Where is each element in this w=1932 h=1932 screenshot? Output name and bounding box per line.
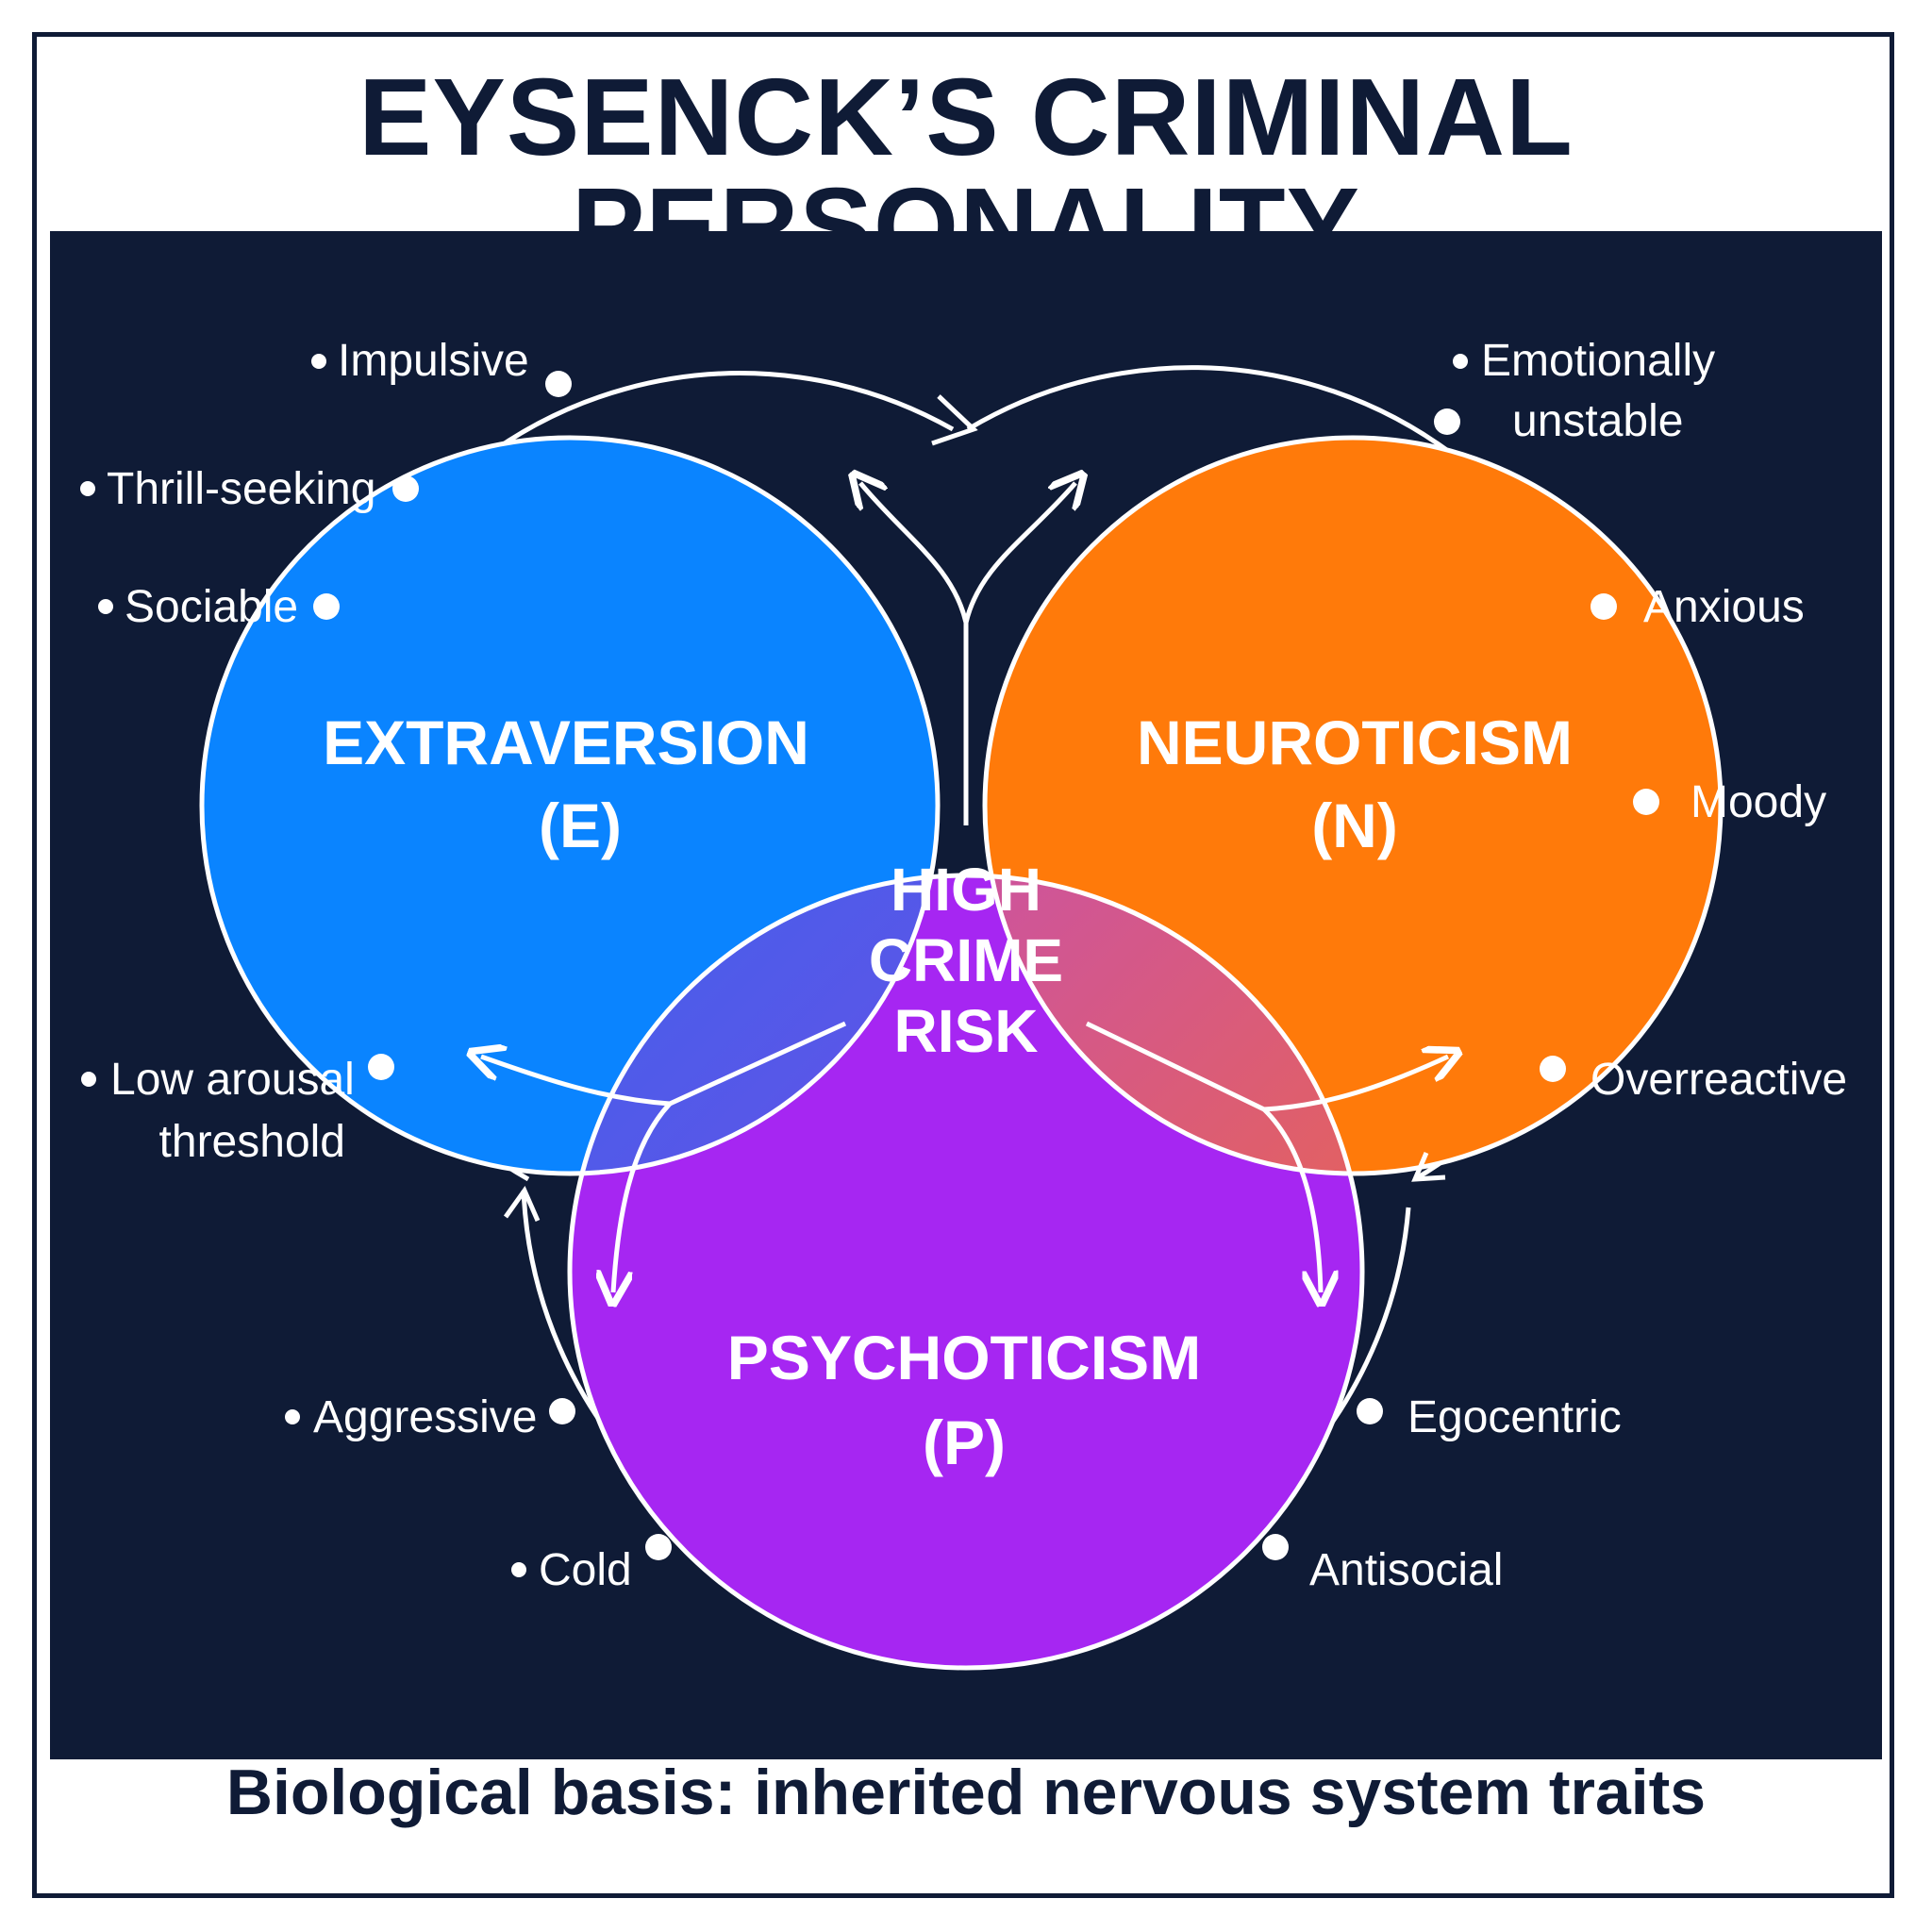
center-line-3: RISK [894, 997, 1039, 1065]
bullet-low-arousal [81, 1072, 96, 1087]
bullet-aggressive [285, 1409, 300, 1424]
connector-right [1085, 1021, 1266, 1112]
bullet-sociable [98, 599, 113, 614]
connector-right-to-p [1262, 1108, 1321, 1292]
trait-thrill-seeking: Thrill-seeking [107, 464, 375, 514]
trait-impulsive: Impulsive [338, 336, 529, 386]
label-neuroticism-abbr: (N) [1311, 791, 1398, 860]
trait-moody: Moody [1690, 777, 1826, 827]
dot-thrill-seeking [392, 475, 419, 502]
orbit-arrowhead-top [931, 394, 978, 446]
orbit-arrowhead-left [503, 1185, 541, 1223]
center-line-2: CRIME [869, 926, 1063, 994]
dot-low-arousal [368, 1054, 394, 1080]
trait-antisocial: Antisocial [1309, 1545, 1503, 1595]
trait-emotionally-line2: unstable [1512, 396, 1683, 446]
label-neuroticism: NEUROTICISM [1137, 708, 1573, 777]
trait-aggressive: Aggressive [313, 1392, 537, 1442]
connector-up-left [860, 483, 969, 624]
dot-cold [645, 1534, 672, 1560]
orbit-arrowhead-right [1411, 1152, 1446, 1182]
trait-sociable: Sociable [125, 582, 298, 632]
bullet-impulsive [311, 354, 326, 369]
dot-overreactive [1540, 1056, 1566, 1082]
label-psychoticism: PSYCHOTICISM [727, 1323, 1201, 1392]
trait-cold: Cold [539, 1545, 632, 1595]
circles-layer [199, 435, 1724, 1671]
outline-psychoticism [567, 873, 1365, 1671]
dot-anxious [1591, 593, 1617, 620]
trait-egocentric: Egocentric [1407, 1392, 1622, 1442]
trait-low-arousal-line1: Low arousal [110, 1055, 355, 1105]
bullet-emotionally-unstable [1453, 354, 1468, 369]
trait-emotionally-line1: Emotionally [1481, 336, 1715, 386]
label-extraversion-abbr: (E) [539, 791, 622, 860]
outline-neuroticism [982, 435, 1724, 1176]
trait-anxious: Anxious [1643, 582, 1805, 632]
label-extraversion: EXTRAVERSION [323, 708, 809, 777]
dot-emotionally-unstable [1434, 408, 1460, 435]
connector-up-right [963, 483, 1075, 624]
connector-left-to-e [481, 1057, 671, 1107]
trait-low-arousal-line2: threshold [159, 1117, 345, 1167]
dot-impulsive [545, 371, 572, 397]
connector-left-to-p [613, 1102, 672, 1292]
bullet-cold [511, 1562, 526, 1577]
connector-right-to-n [1263, 1057, 1448, 1112]
dot-aggressive [549, 1398, 575, 1424]
center-line-1: HIGH [891, 856, 1041, 924]
overlap-extraversion-psychoticism [570, 875, 938, 1174]
dot-moody [1633, 789, 1659, 815]
dot-egocentric [1357, 1398, 1383, 1424]
dot-sociable [313, 593, 340, 620]
circle-labels: EXTRAVERSION (E) NEUROTICISM (N) PSYCHOT… [323, 708, 1573, 1477]
bullet-thrill-seeking [80, 481, 95, 496]
outline-extraversion [199, 435, 941, 1176]
footer-caption: Biological basis: inherited nervous syst… [225, 1757, 1707, 1828]
overlap-neuroticism-psychoticism [985, 875, 1362, 1174]
connector-arrows [481, 394, 1448, 1292]
trait-labels: Impulsive Thrill-seeking Sociable Low ar… [80, 336, 1847, 1595]
connector-left [668, 1021, 847, 1107]
dot-antisocial [1262, 1534, 1289, 1560]
orbit-dots [313, 371, 1659, 1560]
label-psychoticism-abbr: (P) [923, 1407, 1006, 1477]
trait-overreactive: Overreactive [1591, 1055, 1847, 1105]
